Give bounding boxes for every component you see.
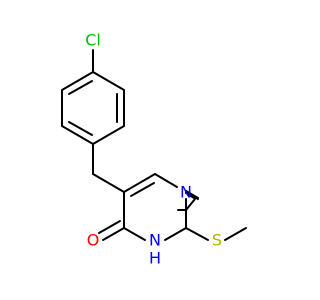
bond-ch2-c5 [92,173,125,193]
methylthio-group [185,227,247,241]
atom-label-nh-nitrogen: N [149,231,161,250]
bond-c4-o [102,227,125,241]
bond-c2-s [185,227,209,241]
bond-c4-o-double [98,220,121,234]
atom-label-nh-hydrogen: H [149,249,161,268]
bond-c6-c1 [92,71,125,91]
bond-c1-c2-inner [68,80,93,95]
bond-c1-c2 [61,71,94,91]
bond-n3-c4 [123,227,146,241]
atom-label-ring-nitrogen: N [180,183,192,202]
molecule-diagram: Cl N N H S O [61,30,247,268]
bond-c6-n1 [154,173,178,188]
bond-s-ch3 [224,227,247,241]
bond-n1-to-c2-diag [185,198,196,211]
methylene-linker [92,143,125,193]
bond-c3-c4-inner [68,121,93,136]
bond-c2-n3 [164,227,187,241]
chlorophenyl-ring [61,49,125,145]
molecule-structure: Cl N N H S O [61,31,247,268]
bond-c5-c6pyr [123,173,156,193]
atom-label-sulfur: S [212,231,222,250]
bond-c4-c5 [92,125,125,145]
atom-label-oxygen: O [87,231,100,250]
pyrimidinone-ring [98,173,199,241]
atom-label-chlorine: Cl [85,31,101,50]
bond-c5-c6pyr-inner [130,182,155,197]
bond-c3-c4 [61,125,94,145]
